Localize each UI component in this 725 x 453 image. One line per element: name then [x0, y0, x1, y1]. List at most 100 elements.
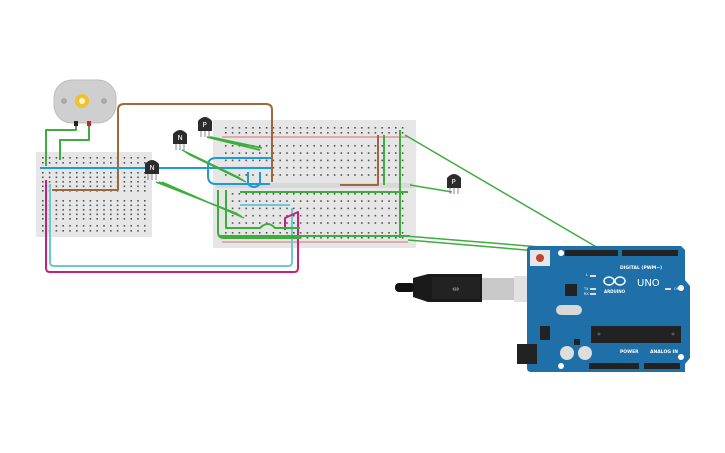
breadboard-hole[interactable] [96, 185, 98, 188]
breadboard-hole[interactable] [103, 176, 105, 179]
breadboard-hole[interactable] [245, 132, 247, 134]
breadboard-hole[interactable] [62, 172, 64, 174]
breadboard-hole[interactable] [340, 132, 343, 134]
breadboard-hole[interactable] [76, 204, 78, 207]
breadboard-hole[interactable] [76, 157, 78, 159]
breadboard-hole[interactable] [361, 232, 363, 234]
breadboard-hole[interactable] [333, 166, 336, 169]
breadboard-hole[interactable] [265, 200, 268, 202]
breadboard-hole[interactable] [231, 200, 234, 202]
digital-header-1[interactable] [565, 250, 618, 256]
breadboard-hole[interactable] [388, 237, 390, 239]
breadboard-hole[interactable] [82, 176, 85, 179]
breadboard-hole[interactable] [137, 213, 139, 216]
breadboard-hole[interactable] [231, 132, 234, 134]
breadboard-hole[interactable] [110, 157, 112, 159]
breadboard-hole[interactable] [137, 190, 139, 192]
power-jack[interactable] [517, 344, 537, 364]
breadboard-hole[interactable] [313, 152, 315, 154]
breadboard-hole[interactable] [238, 132, 241, 134]
breadboard-hole[interactable] [306, 166, 309, 169]
breadboard-hole[interactable] [333, 193, 336, 195]
breadboard-hole[interactable] [144, 190, 146, 192]
breadboard-hole[interactable] [388, 132, 390, 134]
breadboard-hole[interactable] [265, 222, 268, 224]
breadboard-hole[interactable] [116, 213, 119, 216]
breadboard-hole[interactable] [299, 207, 302, 210]
breadboard-hole[interactable] [381, 214, 383, 217]
breadboard-hole[interactable] [48, 181, 51, 183]
breadboard-hole[interactable] [279, 222, 281, 224]
breadboard-hole[interactable] [231, 222, 234, 224]
breadboard-hole[interactable] [144, 176, 146, 179]
breadboard-hole[interactable] [48, 157, 51, 159]
breadboard-hole[interactable] [327, 214, 329, 217]
breadboard-hole[interactable] [110, 230, 112, 232]
breadboard-hole[interactable] [395, 127, 397, 129]
breadboard-hole[interactable] [82, 185, 85, 188]
breadboard-hole[interactable] [123, 218, 126, 220]
breadboard-hole[interactable] [225, 145, 227, 147]
breadboard-hole[interactable] [110, 200, 112, 202]
breadboard-hole[interactable] [123, 185, 126, 188]
breadboard-hole[interactable] [89, 225, 92, 227]
breadboard-hole[interactable] [320, 207, 322, 210]
breadboard-hole[interactable] [354, 174, 356, 176]
breadboard-hole[interactable] [299, 222, 302, 224]
breadboard-hole[interactable] [69, 162, 71, 164]
breadboard-hole[interactable] [347, 232, 349, 234]
breadboard-hole[interactable] [259, 193, 261, 195]
breadboard-hole[interactable] [327, 232, 329, 234]
breadboard-hole[interactable] [69, 185, 71, 188]
transistor-p[interactable]: P [447, 174, 461, 194]
breadboard-hole[interactable] [82, 172, 85, 174]
breadboard-hole[interactable] [299, 166, 302, 169]
breadboard-hole[interactable] [347, 127, 349, 129]
breadboard-hole[interactable] [265, 127, 268, 129]
breadboard-hole[interactable] [238, 159, 241, 162]
breadboard-hole[interactable] [354, 200, 356, 202]
breadboard-hole[interactable] [144, 213, 146, 216]
breadboard-hole[interactable] [238, 222, 241, 224]
breadboard-hole[interactable] [272, 127, 275, 129]
breadboard-hole[interactable] [130, 162, 132, 164]
breadboard-hole[interactable] [361, 127, 363, 129]
breadboard-hole[interactable] [388, 159, 390, 162]
breadboard-hole[interactable] [327, 237, 329, 239]
breadboard-hole[interactable] [293, 207, 295, 210]
breadboard-hole[interactable] [374, 152, 377, 154]
breadboard-hole[interactable] [272, 132, 275, 134]
breadboard-hole[interactable] [306, 214, 309, 217]
breadboard-hole[interactable] [76, 185, 78, 188]
breadboard-hole[interactable] [306, 127, 309, 129]
breadboard-hole[interactable] [259, 127, 261, 129]
breadboard-hole[interactable] [286, 207, 288, 210]
breadboard-hole[interactable] [103, 225, 105, 227]
breadboard-hole[interactable] [252, 207, 254, 210]
breadboard-hole[interactable] [225, 174, 227, 176]
breadboard-hole[interactable] [137, 209, 139, 211]
breadboard-hole[interactable] [69, 181, 71, 183]
breadboard-hole[interactable] [299, 145, 302, 147]
breadboard-hole[interactable] [354, 193, 356, 195]
breadboard-hole[interactable] [69, 200, 71, 202]
breadboard-hole[interactable] [245, 127, 247, 129]
power-header[interactable] [589, 363, 639, 369]
breadboard-hole[interactable] [401, 159, 404, 162]
breadboard-hole[interactable] [238, 232, 241, 234]
breadboard-hole[interactable] [367, 193, 370, 195]
breadboard-hole[interactable] [347, 222, 349, 224]
breadboard-hole[interactable] [69, 204, 71, 207]
breadboard-hole[interactable] [340, 166, 343, 169]
breadboard-hole[interactable] [340, 127, 343, 129]
breadboard-hole[interactable] [327, 127, 329, 129]
breadboard-hole[interactable] [123, 162, 126, 164]
breadboard-hole[interactable] [42, 172, 44, 174]
breadboard-hole[interactable] [320, 237, 322, 239]
breadboard-hole[interactable] [96, 230, 98, 232]
breadboard-hole[interactable] [42, 204, 44, 207]
breadboard-hole[interactable] [76, 230, 78, 232]
breadboard-hole[interactable] [42, 185, 44, 188]
breadboard-hole[interactable] [313, 127, 315, 129]
breadboard-hole[interactable] [347, 145, 349, 147]
